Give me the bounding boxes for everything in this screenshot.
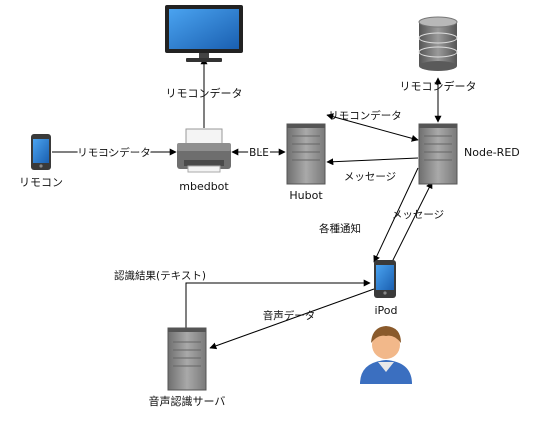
edge-recognition-result [185,279,371,328]
edge-label-remote-data: リモコンデータ [77,146,151,159]
printer-icon [177,128,231,173]
mbedbot-label: mbedbot [179,180,229,193]
user-icon [360,326,412,384]
server-icon [286,123,326,185]
edge-nodered-ipod [373,167,419,263]
monitor-icon [165,5,243,62]
server-icon [418,123,458,185]
edge-ipod-nodered [391,181,433,263]
edge-hubot-nodered-data [326,113,419,142]
server-icon [167,327,207,391]
edge-label-notifications: 各種通知 [319,222,361,235]
remote-label: リモコン [19,176,63,189]
phone-icon [31,134,51,170]
edge-label-voice-data: 音声データ [263,309,316,322]
edge-label-ipod-message: メッセージ [392,209,444,221]
nodered-label: Node-RED [464,146,520,159]
edge-voice-data [209,288,375,350]
edge-label-nodered-hubot-message: メッセージ [344,171,396,183]
edge-nodered-hubot-message [326,157,419,166]
hubot-label: Hubot [289,189,323,202]
speech-server-label: 音声認識サーバ [149,394,226,408]
edge-label-recognition-result: 認識結果(テキスト) [114,269,206,282]
database-icon [418,16,458,71]
edge-label-hubot-nodered-data: リモコンデータ [328,109,402,122]
monitor-label: リモコンデータ [166,86,243,100]
ipod-label: iPod [374,304,397,317]
edge-label-ble: BLE [249,147,269,159]
phone-icon [374,260,396,298]
db-label: リモコンデータ [400,79,477,93]
